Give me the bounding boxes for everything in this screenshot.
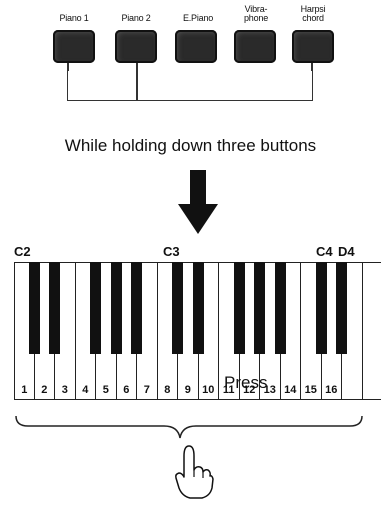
button-bracket	[67, 70, 313, 101]
piano2-label: Piano 2	[121, 13, 151, 23]
key-number: 10	[202, 384, 215, 396]
piano1-label: Piano 1	[59, 13, 89, 23]
key-number: 14	[284, 384, 297, 396]
black-key[interactable]	[90, 262, 101, 354]
instruction-text: While holding down three buttons	[64, 136, 317, 155]
key-number: 4	[82, 384, 89, 396]
black-key[interactable]	[315, 262, 327, 354]
white-key[interactable]: 7	[137, 262, 158, 400]
keyboard-brace	[15, 415, 363, 439]
bracket-stem-middle	[136, 63, 138, 100]
bracket-stem-left	[67, 63, 69, 71]
key-number: 8	[164, 384, 171, 396]
epiano-label: E.Piano	[182, 13, 214, 23]
key-number: 11	[222, 384, 235, 396]
vibraphone-label: Vibra-phone	[243, 4, 269, 23]
key-number: 2	[41, 384, 48, 396]
black-key[interactable]	[110, 262, 122, 354]
key-number: 3	[61, 384, 68, 396]
piano1-button[interactable]	[53, 30, 95, 63]
white-key[interactable]: 14	[280, 262, 301, 400]
black-key[interactable]	[274, 262, 286, 354]
black-key[interactable]	[254, 262, 265, 354]
black-key[interactable]	[131, 262, 142, 354]
black-key[interactable]	[233, 262, 245, 354]
epiano-button[interactable]	[175, 30, 217, 63]
note-label-d4: D4	[338, 244, 355, 259]
white-key[interactable]: 10	[198, 262, 219, 400]
key-number: 1	[21, 384, 28, 396]
note-label-c3: C3	[163, 244, 180, 259]
note-label-c4: C4	[316, 244, 333, 259]
piano2-button[interactable]	[115, 30, 157, 63]
black-key[interactable]	[49, 262, 60, 354]
key-number: 13	[263, 384, 276, 396]
press-label: Press	[224, 373, 268, 392]
down-arrow-icon	[178, 170, 218, 234]
key-number: 7	[143, 384, 150, 396]
key-number: 5	[102, 384, 109, 396]
pointing-hand-icon	[175, 445, 214, 499]
black-key[interactable]	[336, 262, 347, 354]
note-label-c2: C2	[14, 244, 31, 259]
key-number: 15	[304, 384, 317, 396]
black-key[interactable]	[172, 262, 183, 354]
key-number: 12	[243, 384, 256, 396]
vibraphone-button[interactable]	[234, 30, 276, 63]
white-key[interactable]	[342, 262, 363, 400]
key-number: 16	[325, 384, 338, 396]
black-key[interactable]	[192, 262, 204, 354]
key-number: 6	[123, 384, 130, 396]
key-number: 9	[184, 384, 191, 396]
bracket-stem-right	[311, 63, 313, 71]
black-key[interactable]	[28, 262, 40, 354]
harpsichord-button[interactable]	[292, 30, 334, 63]
white-key[interactable]	[362, 262, 381, 400]
white-key[interactable]: 3	[55, 262, 76, 400]
